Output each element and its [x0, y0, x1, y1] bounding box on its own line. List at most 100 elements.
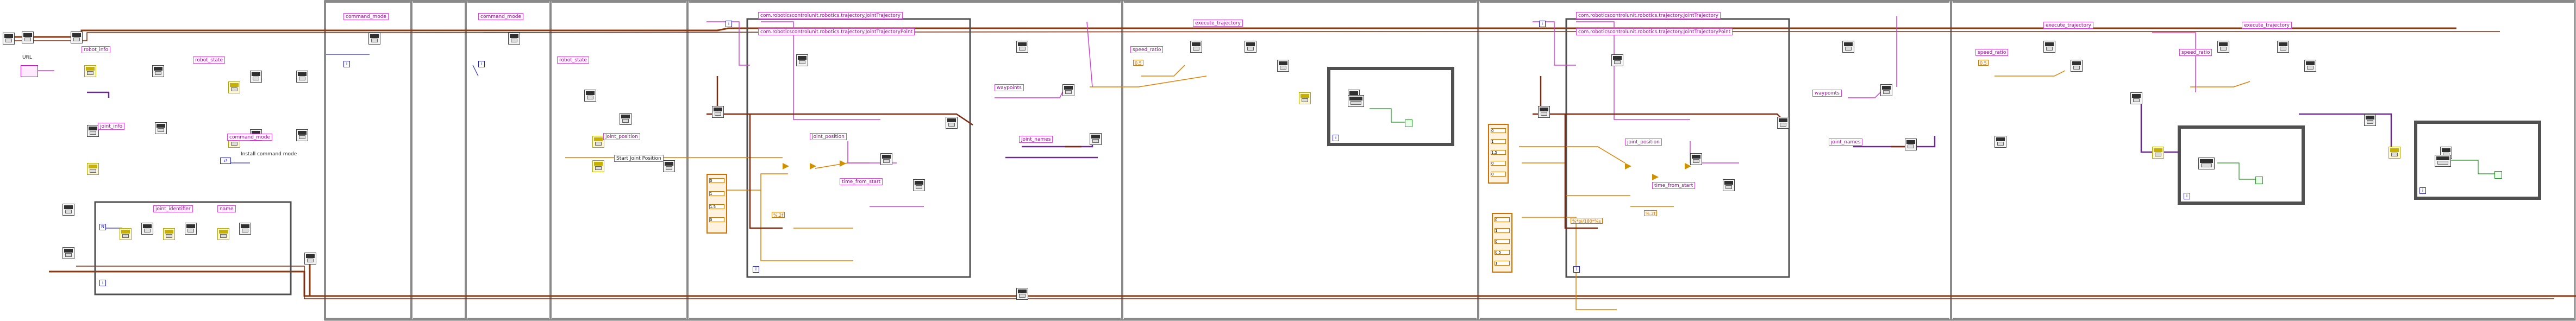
- subvi-node[interactable]: [1190, 41, 1202, 53]
- subvi-node[interactable]: [946, 117, 958, 129]
- property-node[interactable]: [163, 228, 175, 240]
- subvi-node[interactable]: [62, 247, 74, 259]
- install-command-mode-label: Install command mode: [241, 152, 297, 157]
- subvi-node[interactable]: [155, 122, 167, 134]
- subvi-node[interactable]: [296, 71, 308, 83]
- array-cell: 1.5: [1491, 150, 1506, 155]
- case-selector-terminal: i: [478, 61, 485, 67]
- subvi-node[interactable]: [1994, 136, 2006, 148]
- array-cell: 0: [709, 217, 724, 222]
- subvi-node[interactable]: [712, 106, 724, 118]
- subvi-node[interactable]: [62, 204, 74, 216]
- subvi-node[interactable]: [2277, 41, 2289, 53]
- subvi-node[interactable]: [1090, 133, 1102, 145]
- subvi-node[interactable]: [141, 223, 153, 235]
- speed-ratio-constant-2[interactable]: 0.5: [1978, 60, 1989, 66]
- joint-trajectory-point-label-1: com.roboticscontrolunit.robotics.traject…: [758, 28, 915, 35]
- subvi-node[interactable]: [296, 129, 308, 141]
- speed-ratio-label-2: speed_ratio: [1975, 49, 2009, 56]
- add-primitive[interactable]: [840, 160, 846, 167]
- subvi-node[interactable]: [250, 71, 262, 83]
- subvi-node[interactable]: [663, 160, 675, 172]
- multiply-primitive[interactable]: [1625, 163, 1631, 169]
- multiply-primitive[interactable]: [810, 163, 816, 169]
- subvi-node[interactable]: [1842, 41, 1854, 53]
- multiply-primitive[interactable]: [783, 163, 789, 169]
- property-node[interactable]: [2152, 147, 2164, 159]
- time-from-start-label-2: time_from_start: [1652, 182, 1696, 189]
- subvi-node[interactable]: [1016, 41, 1028, 53]
- property-node[interactable]: [592, 160, 604, 172]
- subvi-node[interactable]: [1905, 139, 1917, 150]
- property-node[interactable]: [217, 228, 229, 240]
- property-node[interactable]: [87, 163, 99, 175]
- subvi-node[interactable]: [1016, 288, 1028, 300]
- waypoints-label-1: waypoints: [995, 84, 1024, 91]
- property-node[interactable]: [228, 81, 240, 93]
- subvi-node[interactable]: [1880, 84, 1892, 96]
- subvi-node[interactable]: [71, 32, 83, 43]
- subvi-node[interactable]: [880, 153, 892, 165]
- subvi-node[interactable]: [2435, 155, 2451, 167]
- subvi-node[interactable]: [1777, 117, 1789, 129]
- array-constant-1[interactable]: 0 1 1.5 0: [706, 174, 727, 234]
- subvi-node[interactable]: [508, 33, 520, 45]
- subvi-node[interactable]: [368, 33, 380, 45]
- robot-info-label: robot_info: [82, 46, 111, 53]
- property-node[interactable]: [1299, 92, 1311, 104]
- property-node[interactable]: [2389, 147, 2400, 159]
- sequence-dividers: [324, 1, 1952, 320]
- subvi-node[interactable]: [239, 223, 251, 235]
- subvi-node[interactable]: [2198, 158, 2215, 169]
- multiply-primitive[interactable]: [1652, 174, 1659, 180]
- subvi-node[interactable]: [2217, 41, 2229, 53]
- subvi-node[interactable]: [796, 54, 808, 66]
- orange-wires: [565, 65, 2250, 310]
- url-constant[interactable]: [21, 65, 38, 77]
- subvi-node[interactable]: [620, 113, 632, 125]
- subvi-node[interactable]: [2071, 60, 2083, 72]
- subvi-node[interactable]: [913, 179, 925, 191]
- array-constant-3[interactable]: 0 1 0 0.5 1: [1492, 213, 1512, 273]
- robot-state-label-2: robot_state: [557, 56, 590, 64]
- array-cell: 1: [709, 191, 724, 196]
- array-cell: 1: [1491, 139, 1506, 144]
- format-string-constant-2[interactable]: %.2f: [1644, 210, 1658, 216]
- joint-trajectory-label-2: com.roboticscontrolunit.robotics.traject…: [1576, 12, 1721, 19]
- subvi-node[interactable]: [2364, 114, 2376, 126]
- array-cell: 0: [1491, 128, 1506, 133]
- subvi-node[interactable]: [185, 223, 197, 235]
- subvi-node[interactable]: [1690, 153, 1702, 165]
- waypoints-label-2: waypoints: [1812, 90, 1842, 97]
- array-cell: 0: [1495, 217, 1510, 222]
- subvi-node[interactable]: [22, 32, 34, 43]
- array-cell: 1: [1495, 261, 1510, 266]
- format-string-constant-1[interactable]: %.2f: [772, 212, 785, 218]
- add-primitive[interactable]: [1685, 163, 1691, 169]
- subvi-node[interactable]: [1348, 95, 1364, 107]
- subvi-node[interactable]: [1538, 106, 1550, 118]
- speed-ratio-constant-1[interactable]: 0.5: [1133, 60, 1143, 66]
- array-constant-2[interactable]: 0 1 1.5 0 0: [1488, 124, 1509, 184]
- subvi-node[interactable]: [1277, 60, 1289, 72]
- result-box-2: [2178, 125, 2305, 205]
- subvi-node[interactable]: [3, 33, 15, 45]
- subvi-node[interactable]: [152, 65, 164, 77]
- subvi-node[interactable]: [1611, 54, 1623, 66]
- subvi-node[interactable]: [2043, 41, 2055, 53]
- property-node[interactable]: [84, 65, 96, 77]
- subvi-node[interactable]: [87, 125, 99, 137]
- subvi-node[interactable]: [1723, 179, 1735, 191]
- property-node[interactable]: [592, 136, 604, 148]
- property-node[interactable]: [120, 228, 132, 240]
- subvi-node[interactable]: [2304, 60, 2316, 72]
- subvi-node[interactable]: [584, 90, 596, 102]
- subvi-node[interactable]: [304, 253, 316, 265]
- format-string-constant-3[interactable]: %*pi/180*%s: [1571, 218, 1603, 224]
- subvi-node[interactable]: [1062, 84, 1074, 96]
- joint-names-label-1: joint_names: [1019, 136, 1053, 143]
- enum-constant-blue[interactable]: ⇄: [220, 158, 231, 164]
- subvi-node[interactable]: [2130, 92, 2142, 104]
- subvi-node[interactable]: [1245, 41, 1256, 53]
